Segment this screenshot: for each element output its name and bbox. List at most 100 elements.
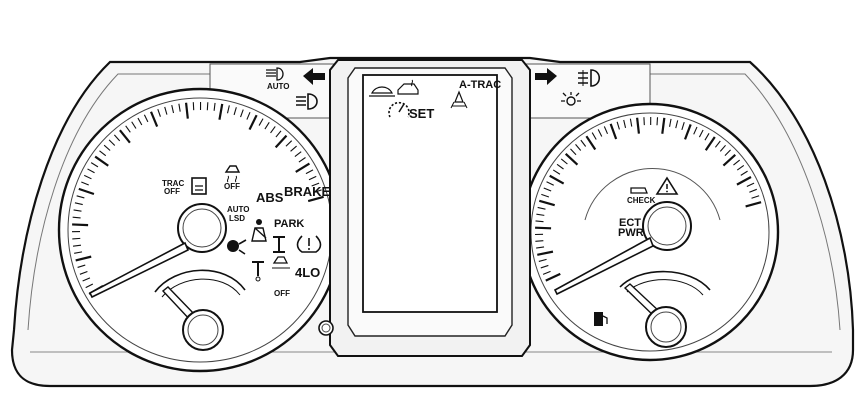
speedometer-tick [72,216,81,219]
abs-label: ABS [256,190,284,205]
speedometer-tick [94,155,109,167]
trac-off-label-line1: TRAC [162,179,184,188]
tachometer-tick [535,226,552,230]
speedometer-tick [233,107,237,116]
speedometer-tick [275,130,282,138]
speedometer-tick [258,118,264,126]
cruise-control-icon [388,101,410,118]
tachometer-tick [740,170,748,176]
tachometer-inner-arc [584,168,721,221]
tachometer-tick [564,152,579,166]
fuel-subgauge-arc [619,270,711,291]
tail-light-icon [561,92,581,106]
tachometer-tick [603,126,609,135]
tachometer-tick [535,220,544,223]
tachometer-tick [623,119,627,128]
hill-descent-off-icon [272,256,290,269]
slip-indicator-icon [397,79,419,95]
tachometer-tick [535,240,544,242]
tachometer-tick [749,188,757,193]
speedometer-tick [75,255,92,262]
speedometer-tick [74,251,83,254]
headlight-auto-label: AUTO [267,82,290,91]
auto-lsd-label-line2: LSD [229,214,245,223]
speedometer-tick [171,105,175,114]
speedometer-tick [298,157,306,163]
speedometer-tick [85,283,94,289]
speedometer-tick [74,202,83,206]
tachometer-tick [656,117,659,126]
tachometer-tick [556,163,564,170]
speedometer-tick [264,122,270,130]
speedometer-tick [83,174,92,180]
speedometer-tick [184,102,189,119]
speedometer-tick [87,168,95,174]
speedometer-tick [119,129,131,144]
check-label: CHECK [627,196,656,205]
tachometer-tick [560,158,568,165]
engine-check-icon [630,187,648,194]
speedometer-tick [240,109,244,118]
tachometer-tick [719,144,726,152]
speedometer-tick [307,195,324,203]
tachometer-tick [537,250,554,256]
tachometer-tick [704,133,710,141]
tachometer-tick [537,206,546,210]
tachometer-tick [540,264,549,269]
speedometer-gauge [57,87,343,373]
downhill-off-label: OFF [274,289,290,298]
vsc-off-label: OFF [224,182,240,191]
speedometer-tick [294,151,302,157]
tachometer-tick [698,129,704,138]
park-label: PARK [274,218,304,230]
tachometer-tick [724,149,731,157]
speedometer-tick [72,237,81,240]
tachometer-tick [539,199,555,207]
tachometer-tick [675,120,679,129]
tachometer-tick [746,182,755,187]
speedometer-tick [218,103,224,120]
speedometer-tick [150,111,159,127]
speedometer-tick [90,162,99,168]
speedometer-tick [226,105,230,114]
center-display-screen [362,74,498,313]
trip-reset-knob[interactable] [318,320,334,336]
tachometer-tick [549,174,565,185]
tachometer-gauge [520,102,780,362]
speedometer-tick [270,126,276,134]
vsc-off-icon [224,165,241,183]
tachometer-tick [704,136,716,151]
ect-pwr-label-line2: PWR [618,227,644,239]
speedometer-tick [82,277,91,282]
speedometer-needle [88,241,190,299]
speedometer-tick [103,144,111,151]
speedometer-tick [143,114,149,123]
tachometer-tick [546,181,554,186]
speedometer-tick [308,175,317,181]
tachometer-tick [538,258,547,262]
tachometer-tick [714,140,721,148]
speedometer-tick [131,121,137,129]
tachometer-tick [629,118,633,127]
tachometer-tick [542,270,551,275]
fuel-needle-hub [645,306,687,348]
speedometer-tick [108,139,116,146]
master-warning-icon [655,176,679,195]
cruise-set-label: SET [409,106,434,121]
speedometer-tick [72,223,89,227]
front-fog-icon [578,69,601,87]
high-beam-icon [296,93,318,110]
hill-descent-center-icon [450,90,468,109]
tachometer-tick [597,129,603,137]
a-trac-label: A-TRAC [459,79,501,91]
brake-label: BRAKE [284,184,331,199]
tachometer-tick [736,165,745,171]
speedometer-tick [76,195,85,199]
tachometer-tick [536,246,545,249]
speedometer-tick [246,111,251,120]
tachometer-tick [661,117,666,134]
tachometer-tick [683,124,692,140]
right-turn-arrow-icon [535,68,557,85]
tachometer-tick [616,121,620,130]
center-multi-information-display [329,59,531,357]
